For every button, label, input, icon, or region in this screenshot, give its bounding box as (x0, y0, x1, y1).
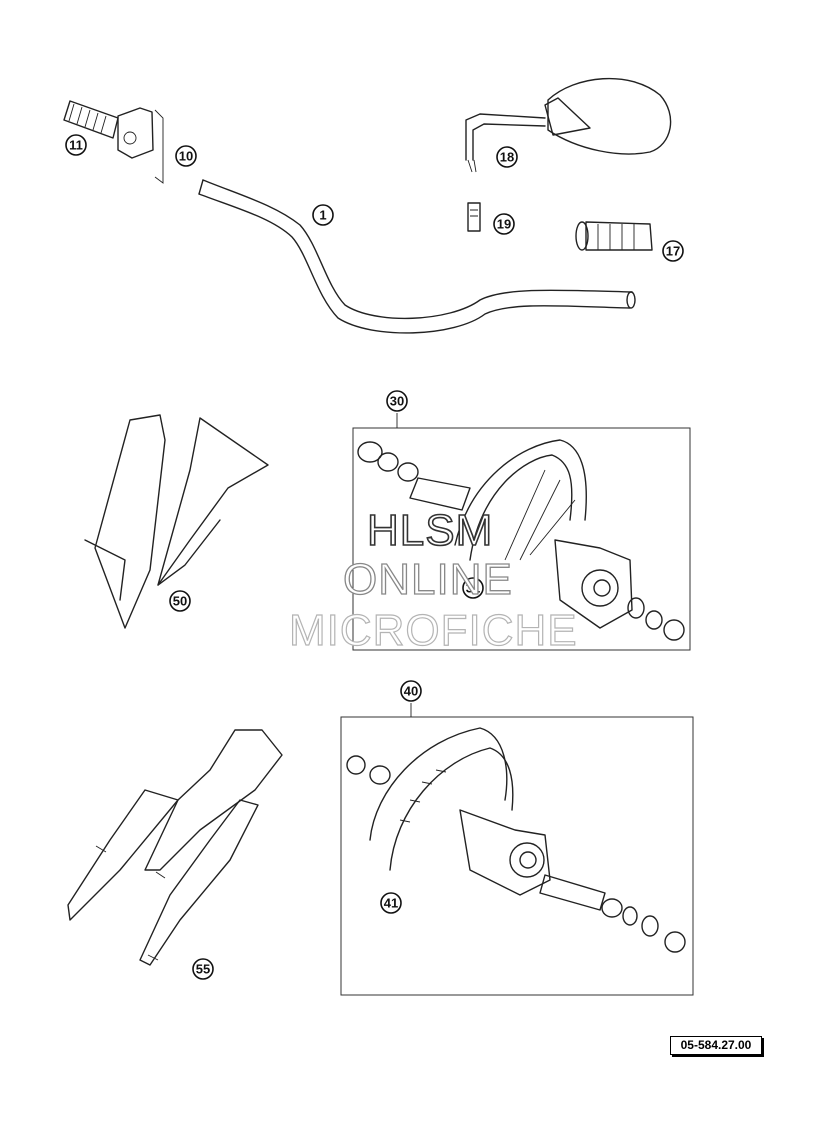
callout-19: 19 (493, 213, 515, 235)
front-wheel (357, 439, 685, 641)
throttle-grip (63, 100, 119, 139)
watermark-line-3: MICROFICHE (288, 605, 578, 655)
watermark-line-1: HLSM (366, 505, 494, 556)
rear-fender (67, 729, 283, 966)
callout-40: 40 (400, 680, 422, 702)
callout-31: 31 (462, 577, 484, 599)
mirror-adapter (467, 202, 481, 232)
rear-wheel-frame (340, 716, 694, 996)
callout-50-label: 50 (173, 594, 187, 609)
callout-10-label: 10 (179, 149, 193, 164)
callout-1: 1 (312, 204, 334, 226)
callout-19-label: 19 (497, 217, 511, 232)
throttle-housing (117, 107, 164, 184)
callout-55-label: 55 (196, 962, 210, 977)
callout-50: 50 (169, 590, 191, 612)
front-wheel-frame (352, 427, 691, 651)
rear-wheel (346, 727, 686, 953)
callout-11: 11 (65, 134, 87, 156)
callout-41-label: 41 (384, 896, 398, 911)
fork-guard (84, 414, 269, 629)
callout-18: 18 (496, 146, 518, 168)
left-grip (575, 221, 653, 251)
mirror (465, 77, 672, 173)
callout-40-label: 40 (404, 684, 418, 699)
callout-55: 55 (192, 958, 214, 980)
callout-30: 30 (386, 390, 408, 412)
callout-1-label: 1 (319, 208, 326, 223)
callout-41: 41 (380, 892, 402, 914)
watermark-line-2: ONLINE (342, 554, 513, 604)
reference-number: 05-584.27.00 (670, 1036, 762, 1055)
callout-10: 10 (175, 145, 197, 167)
handlebar (198, 179, 636, 334)
callout-17: 17 (662, 240, 684, 262)
callout-11-label: 11 (69, 138, 83, 153)
callout-31-label: 31 (466, 581, 480, 596)
callout-17-label: 17 (666, 244, 680, 259)
callout-30-label: 30 (390, 394, 404, 409)
callout-18-label: 18 (500, 150, 514, 165)
